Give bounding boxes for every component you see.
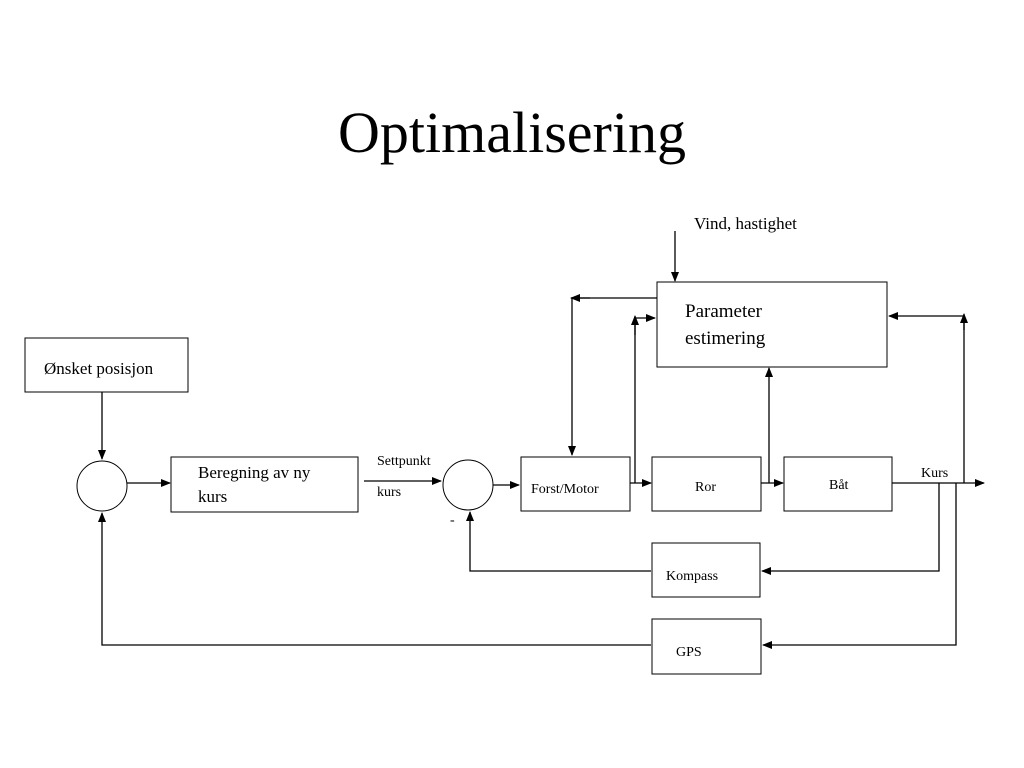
ror-block bbox=[651, 456, 762, 512]
parameter-label-line1: Parameter bbox=[685, 301, 763, 322]
bat-block bbox=[783, 456, 893, 512]
beregning-label-line1: Beregning av ny bbox=[198, 463, 311, 482]
bat-label: Båt bbox=[829, 478, 849, 493]
settpunkt-label: Settpunkt bbox=[377, 454, 431, 469]
kurs-output-label: Kurs bbox=[921, 466, 948, 481]
kompass-label: Kompass bbox=[666, 569, 718, 584]
wire-kurs-to-kompass bbox=[761, 483, 940, 575]
page-title: Optimalisering bbox=[338, 100, 686, 165]
onsket-posisjon-block bbox=[24, 337, 189, 393]
summing-junction-position bbox=[76, 460, 128, 512]
minus-sign-label: - bbox=[450, 513, 455, 528]
wire-kompass-to-sum2 bbox=[466, 511, 651, 572]
ror-label: Ror bbox=[695, 480, 716, 495]
gps-block bbox=[651, 618, 762, 675]
wire-kurs-to-gps bbox=[762, 483, 957, 649]
vind-hastighet-label: Vind, hastighet bbox=[694, 214, 797, 233]
wire-kurs-to-parameter bbox=[888, 312, 965, 483]
forst-motor-label: Forst/Motor bbox=[531, 482, 599, 497]
parameter-label-line2: estimering bbox=[685, 328, 766, 349]
beregning-label-line2: kurs bbox=[198, 487, 227, 506]
summing-junction-heading bbox=[442, 459, 494, 511]
kurs-setpoint-label: kurs bbox=[377, 485, 401, 500]
wire-gps-to-sum bbox=[98, 512, 651, 646]
parameter-estimering-block bbox=[656, 281, 888, 368]
forst-motor-block bbox=[520, 456, 631, 512]
beregning-block bbox=[170, 456, 359, 513]
signal-wires bbox=[98, 231, 985, 649]
gps-label: GPS bbox=[676, 645, 702, 660]
kompass-block bbox=[651, 542, 761, 598]
onsket-posisjon-label: Ønsket posisjon bbox=[44, 359, 154, 378]
wire-parameter-to-forst bbox=[568, 297, 657, 456]
